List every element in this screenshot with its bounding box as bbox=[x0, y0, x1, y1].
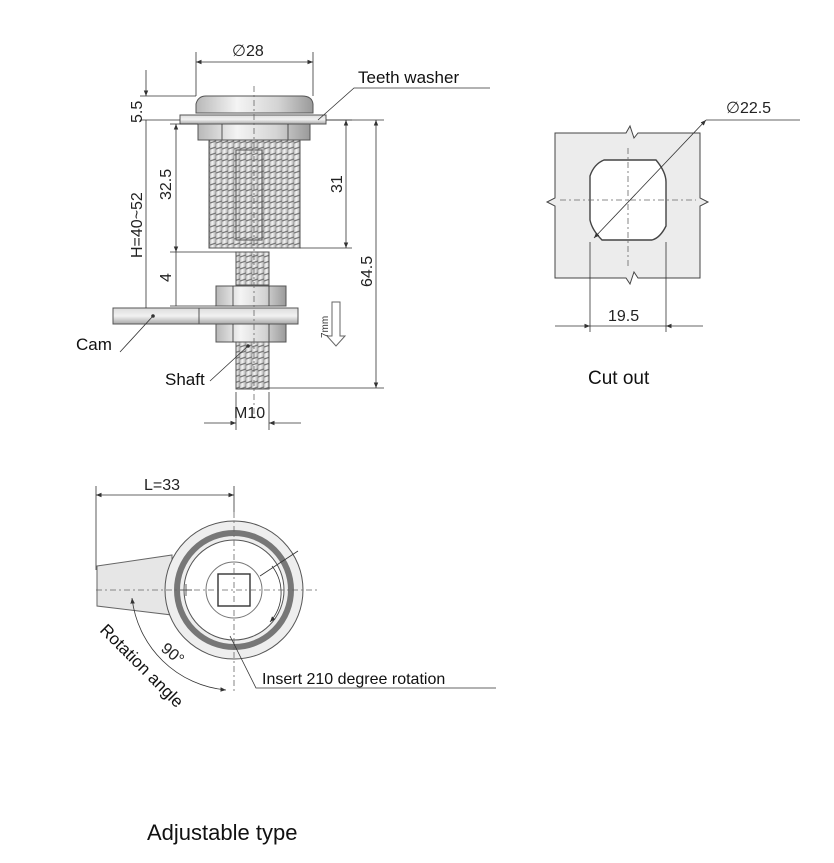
shaft-lower bbox=[235, 341, 270, 390]
dim-l-33: L=33 bbox=[144, 477, 180, 494]
dim-h: H=40~52 bbox=[129, 192, 146, 258]
shaft-label: Shaft bbox=[165, 370, 205, 389]
teeth-washer bbox=[179, 114, 327, 125]
drawing-caption: Adjustable type bbox=[147, 820, 297, 845]
insert-label: Insert 210 degree rotation bbox=[262, 671, 445, 688]
dim-5-5: 5.5 bbox=[129, 101, 146, 123]
cam-view: L=33 90° Rotation angle Insert 210 degre… bbox=[95, 477, 496, 711]
dim-31: 31 bbox=[329, 175, 346, 193]
cutout-view: ∅22.5 19.5 Cut out bbox=[545, 100, 800, 389]
front-view: ∅28 Teeth washer 5.5 H=40~52 32.5 4 31 6… bbox=[76, 43, 490, 430]
stroke-arrow bbox=[325, 301, 347, 347]
angle-90: 90° bbox=[157, 640, 186, 669]
dim-m10: M10 bbox=[234, 405, 265, 422]
dim-64-5: 64.5 bbox=[359, 256, 376, 287]
threaded-body bbox=[208, 139, 301, 249]
dim-19-5: 19.5 bbox=[608, 308, 639, 325]
hex-nut bbox=[215, 285, 287, 307]
cam-label: Cam bbox=[76, 335, 112, 354]
teeth-washer-label: Teeth washer bbox=[358, 68, 459, 87]
cam-lever bbox=[96, 554, 173, 616]
dim-32-5: 32.5 bbox=[158, 169, 175, 200]
stroke-label: 7mm bbox=[320, 316, 331, 338]
shaft-upper bbox=[235, 251, 270, 286]
lock-head bbox=[195, 95, 314, 114]
dim-4: 4 bbox=[158, 273, 175, 282]
dim-diameter-28: ∅28 bbox=[232, 43, 264, 60]
cam-plate bbox=[112, 307, 200, 325]
dim-diameter-22-5: ∅22.5 bbox=[726, 100, 771, 117]
hex-nut-lower bbox=[215, 323, 287, 343]
cutout-caption: Cut out bbox=[588, 368, 650, 389]
